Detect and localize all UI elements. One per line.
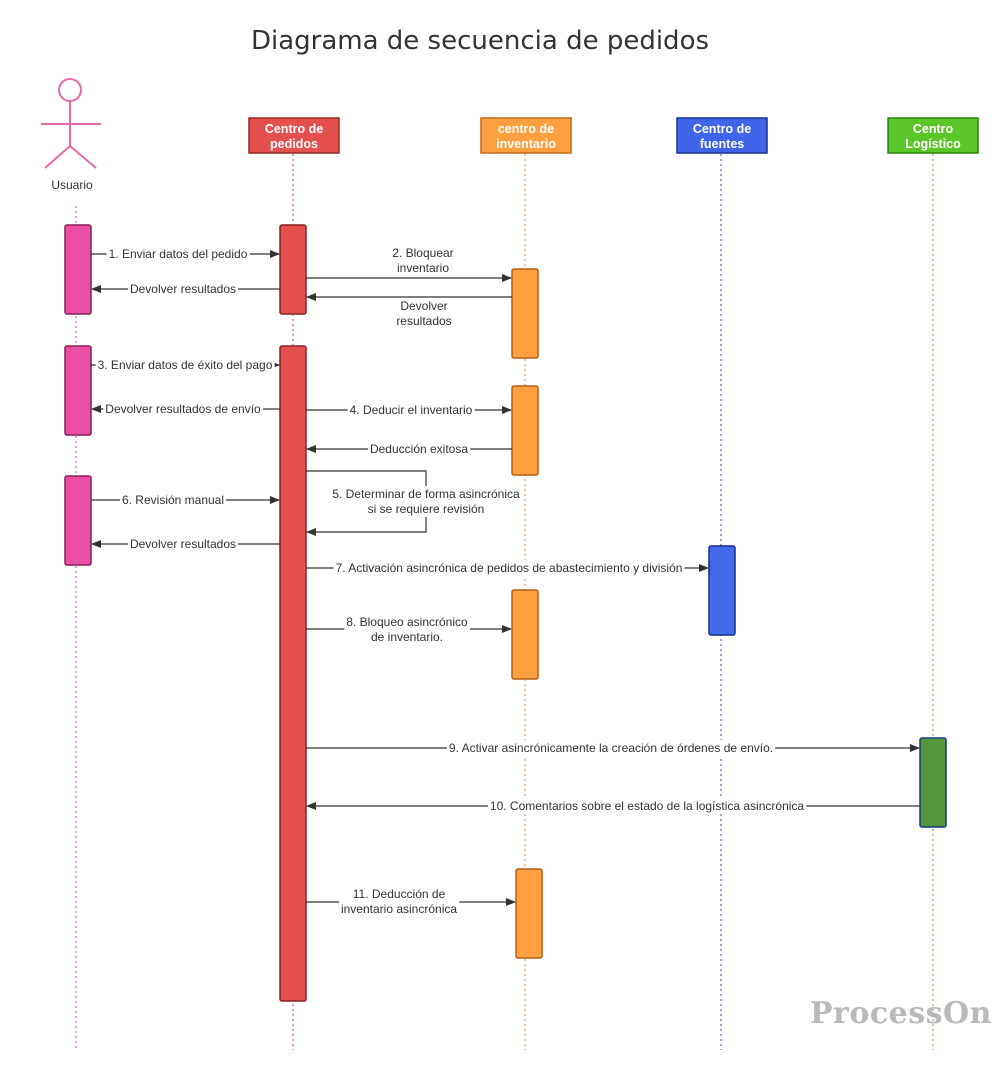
activation-pedidos-2[interactable]	[279, 345, 307, 1002]
message-labels: 1. Enviar datos del pedido 2. Bloquear i…	[95, 245, 807, 917]
label-m9: 5. Determinar de forma asincrónica si se…	[330, 486, 523, 517]
message-text: si se requiere revisión	[368, 502, 485, 516]
message-text: Devolver resultados	[130, 537, 236, 551]
processon-watermark: ProcessOn	[810, 996, 992, 1031]
label-m13: 8. Bloqueo asincrónico de inventario.	[344, 614, 471, 645]
label-m2: 2. Bloquear inventario	[390, 245, 456, 276]
label-m3: Devolver resultados	[127, 281, 239, 297]
label-m11: Devolver resultados	[127, 536, 239, 552]
label-m6: Devolver resultados de envío	[103, 401, 264, 417]
label-background	[365, 501, 487, 517]
label-background	[398, 298, 450, 314]
label-background	[368, 629, 446, 645]
diagram-title: Diagrama de secuencia de pedidos	[250, 26, 710, 56]
actor-left-leg	[44, 145, 71, 169]
message-text: 5. Determinar de forma asincrónica	[332, 487, 520, 501]
participant-label-line2: inventario	[496, 137, 556, 151]
participant-label-line1: centro de	[498, 122, 554, 136]
label-background	[127, 281, 239, 297]
actor-label: Usuario	[51, 178, 93, 192]
message-text: 7. Activación asincrónica de pedidos de …	[336, 561, 683, 575]
message-text: 8. Bloqueo asincrónico	[346, 615, 468, 629]
participant-label-line1: Centro de	[693, 122, 751, 136]
activation-usuario-3[interactable]	[64, 475, 92, 566]
participant-box	[480, 117, 572, 154]
label-m10: 6. Revisión manual	[119, 492, 227, 508]
label-background	[394, 313, 454, 329]
activation-fuentes-1[interactable]	[708, 545, 736, 636]
participant-fuentes[interactable]: Centro de fuentes	[676, 117, 768, 154]
label-background	[106, 246, 250, 262]
activation-inventario-2[interactable]	[511, 385, 539, 476]
message-text: 6. Revisión manual	[122, 493, 224, 507]
label-m14: 9. Activar asincrónicamente la creación …	[446, 740, 776, 756]
message-text: Deducción exitosa	[370, 442, 468, 456]
label-background	[390, 245, 456, 261]
message-text: 3. Enviar datos de éxito del pago	[98, 358, 273, 372]
participant-logistico[interactable]: Centro Logístico	[887, 117, 979, 154]
participant-box	[676, 117, 768, 154]
activation-inventario-1[interactable]	[511, 268, 539, 359]
label-background	[446, 740, 776, 756]
label-background	[350, 886, 448, 902]
message-text: 9. Activar asincrónicamente la creación …	[449, 741, 773, 755]
actor-usuario[interactable]: Usuario	[41, 78, 101, 192]
actor-right-leg	[69, 145, 97, 169]
label-m16: 11. Deducción de inventario asincrónica	[338, 886, 460, 917]
label-m7: 4. Deducir el inventario	[347, 402, 475, 418]
message-text: de inventario.	[371, 630, 443, 644]
label-background	[333, 560, 685, 576]
label-background	[103, 401, 264, 417]
label-m15: 10. Comentarios sobre el estado de la lo…	[487, 798, 807, 814]
participant-label-line1: Centro	[913, 122, 954, 136]
actor-head	[58, 78, 82, 102]
activation-bars	[64, 224, 947, 1002]
participant-inventario[interactable]: centro de inventario	[480, 117, 572, 154]
participant-label-line2: pedidos	[270, 137, 318, 151]
participant-label-line2: fuentes	[700, 137, 745, 151]
label-background	[487, 798, 807, 814]
label-background	[119, 492, 227, 508]
participant-pedidos[interactable]: Centro de pedidos	[248, 117, 340, 154]
label-background	[344, 614, 471, 630]
activation-inventario-4[interactable]	[515, 868, 543, 959]
participant-box	[887, 117, 979, 154]
label-m8: Deducción exitosa	[367, 441, 471, 457]
message-text: 4. Deducir el inventario	[350, 403, 473, 417]
participant-label-line1: Centro de	[265, 122, 323, 136]
label-background	[367, 441, 471, 457]
activation-pedidos-1[interactable]	[279, 224, 307, 315]
message-text: 2. Bloquear	[392, 246, 453, 260]
message-text: inventario asincrónica	[341, 902, 457, 916]
label-m12: 7. Activación asincrónica de pedidos de …	[333, 560, 685, 576]
message-text: Devolver resultados	[130, 282, 236, 296]
label-background	[127, 536, 239, 552]
participant-label-line2: Logístico	[905, 137, 961, 151]
message-text: Devolver resultados de envío	[105, 402, 261, 416]
activation-usuario-1[interactable]	[64, 224, 92, 315]
label-m4: Devolver resultados	[394, 298, 454, 329]
activation-inventario-3[interactable]	[511, 589, 539, 680]
label-background	[330, 486, 523, 502]
label-m5: 3. Enviar datos de éxito del pago	[95, 357, 275, 373]
participant-box	[248, 117, 340, 154]
message-text: inventario	[397, 261, 449, 275]
message-text: 10. Comentarios sobre el estado de la lo…	[490, 799, 805, 813]
label-background	[338, 901, 460, 917]
message-text: 11. Deducción de	[353, 887, 446, 901]
activation-usuario-2[interactable]	[64, 345, 92, 436]
message-text: 1. Enviar datos del pedido	[109, 247, 248, 261]
label-background	[394, 260, 452, 276]
label-background	[95, 357, 275, 373]
label-m1: 1. Enviar datos del pedido	[106, 246, 250, 262]
activation-logistico-1[interactable]	[919, 737, 947, 828]
label-background	[347, 402, 475, 418]
message-text: resultados	[396, 314, 451, 328]
message-text: Devolver	[400, 299, 447, 313]
